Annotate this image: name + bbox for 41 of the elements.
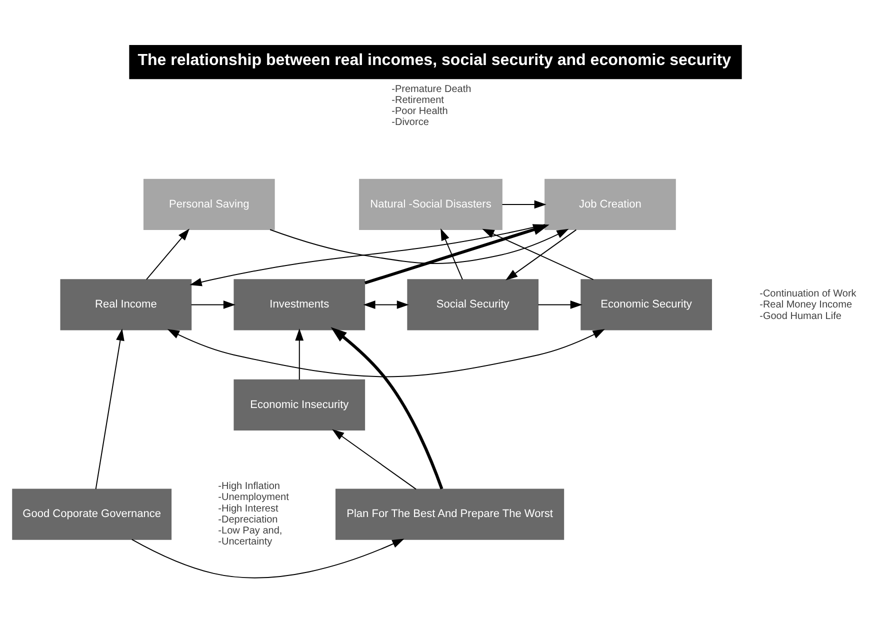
node-box: Plan For The Best And Prepare The Worst bbox=[335, 488, 564, 540]
node-box: Real Income bbox=[60, 278, 192, 330]
arrow bbox=[330, 326, 444, 489]
arrow bbox=[332, 428, 416, 490]
diagram-title: The relationship between real incomes, social security and economic security bbox=[138, 50, 732, 68]
node-label: -High Inflation bbox=[218, 480, 280, 492]
node-box: Good Coporate Governance bbox=[12, 488, 172, 540]
arrow bbox=[270, 228, 569, 264]
arrow bbox=[506, 228, 576, 280]
node-box: Economic Security bbox=[580, 278, 712, 330]
node-label: -Divorce bbox=[392, 116, 429, 128]
arrow bbox=[132, 538, 404, 578]
node-label: -Retirement bbox=[392, 94, 444, 106]
node-label: -High Interest bbox=[218, 502, 278, 514]
node-label: -Low Pay and, bbox=[218, 524, 282, 536]
node-box: Job Creation bbox=[544, 178, 676, 230]
node-label: -Unemployment bbox=[218, 492, 289, 503]
arrow bbox=[502, 200, 546, 208]
node-label: -Real Money Income bbox=[760, 299, 852, 310]
arrow bbox=[167, 328, 605, 377]
arrow bbox=[295, 328, 304, 380]
arrow bbox=[482, 228, 594, 280]
node-label: -Poor Health bbox=[392, 106, 448, 117]
node-label: -Continuation of Work bbox=[760, 288, 856, 300]
node-label: -Good Human Life bbox=[760, 310, 842, 322]
node-box: Personal Saving bbox=[143, 178, 275, 230]
arrow bbox=[538, 300, 582, 308]
arrow bbox=[440, 228, 463, 280]
node-box: Social Security bbox=[407, 278, 539, 330]
node-label: -Premature Death bbox=[392, 84, 472, 95]
arrow bbox=[190, 224, 546, 286]
node-label: -Uncertainty bbox=[218, 536, 272, 547]
arrow bbox=[146, 228, 190, 280]
arrow bbox=[363, 300, 409, 308]
node-box: Investments bbox=[234, 278, 366, 330]
arrow bbox=[95, 328, 124, 489]
node-box: Economic Insecurity bbox=[234, 378, 366, 430]
arrow bbox=[191, 300, 236, 308]
node-box: Natural -Social Disasters bbox=[359, 178, 502, 230]
node-label: -Depreciation bbox=[218, 514, 278, 525]
arrow bbox=[364, 224, 550, 284]
